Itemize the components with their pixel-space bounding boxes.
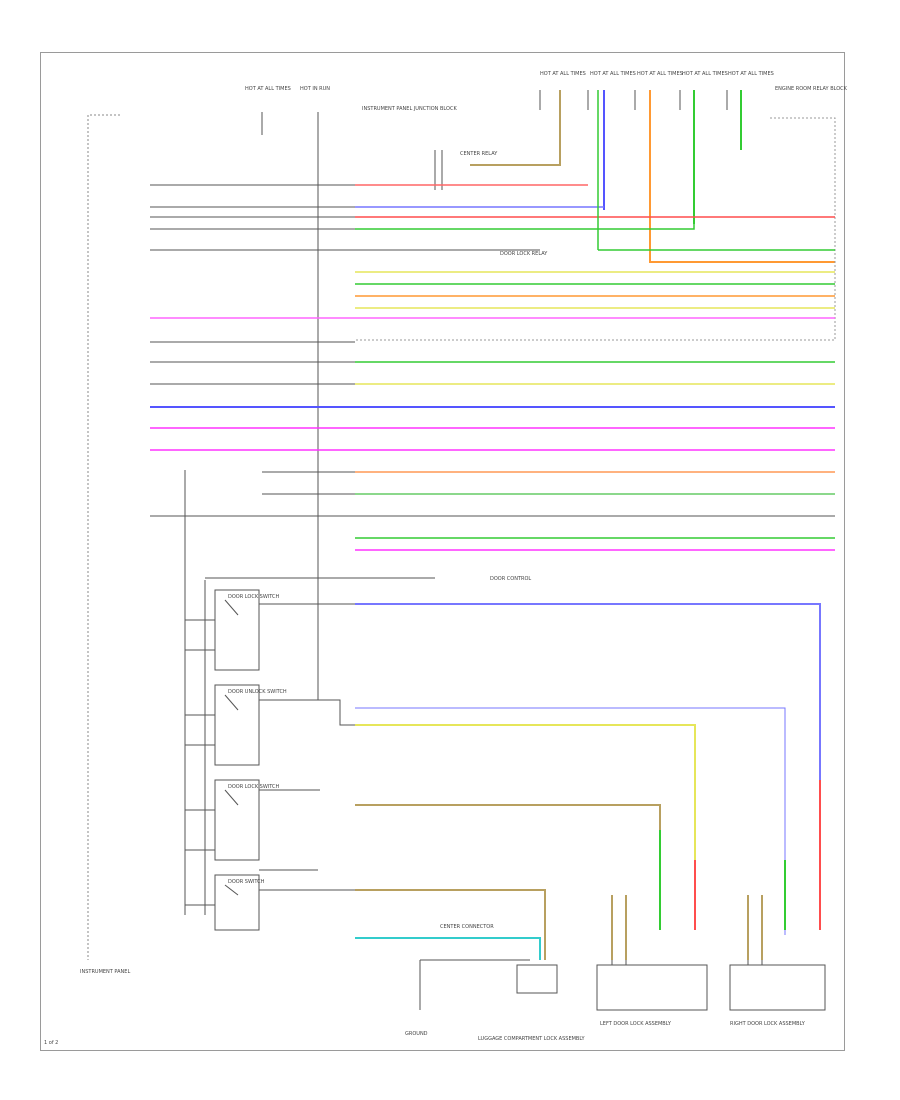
horizontal-wires	[150, 90, 835, 551]
label-fuse-1: HOT AT ALL TIMES	[540, 71, 586, 77]
right-module-boundary	[355, 117, 836, 341]
module-caption: INSTRUMENT PANEL	[80, 969, 131, 975]
lower-tan-wires	[611, 895, 763, 960]
switch-boxes	[185, 577, 820, 931]
label-door-unlock-switch: DOOR UNLOCK SWITCH	[228, 689, 287, 695]
label-ip-block: INSTRUMENT PANEL JUNCTION BLOCK	[362, 106, 457, 112]
label-right-door: RIGHT DOOR LOCK ASSEMBLY	[730, 1021, 806, 1027]
label-luggage-lock: LUGGAGE COMPARTMENT LOCK ASSEMBLY	[478, 1036, 585, 1042]
label-hot-all: HOT AT ALL TIMES	[245, 86, 291, 92]
label-fuse-2: HOT AT ALL TIMES	[590, 71, 636, 77]
label-center-connector: CENTER CONNECTOR	[440, 924, 494, 930]
diagram-frame	[40, 52, 845, 1051]
lower-colored-wires	[355, 603, 821, 960]
label-ground: GROUND	[405, 1031, 428, 1037]
label-door-lock-relay: DOOR LOCK RELAY	[500, 251, 548, 257]
top-right-wires	[470, 90, 835, 263]
label-fuse-3: HOT AT ALL TIMES	[637, 71, 683, 77]
label-fuse-5: HOT AT ALL TIMES	[728, 71, 774, 77]
label-engine-relay: ENGINE ROOM RELAY BLOCK	[775, 86, 848, 92]
label-left-door: LEFT DOOR LOCK ASSEMBLY	[600, 1021, 672, 1027]
label-door-lock-switch-2: DOOR LOCK SWITCH	[228, 784, 280, 790]
lower-components	[419, 895, 826, 1011]
label-door-switch: DOOR SWITCH	[228, 879, 265, 885]
label-hot-run: HOT IN RUN	[300, 86, 330, 92]
label-door-control: DOOR CONTROL	[490, 576, 531, 582]
footer-code: 1 of 2	[44, 1040, 59, 1046]
module-boundary	[87, 114, 120, 960]
top-right-connectors	[539, 90, 728, 110]
label-fuse-4: HOT AT ALL TIMES	[682, 71, 728, 77]
label-door-lock-switch: DOOR LOCK SWITCH	[228, 594, 280, 600]
label-center-relay: CENTER RELAY	[460, 151, 498, 157]
